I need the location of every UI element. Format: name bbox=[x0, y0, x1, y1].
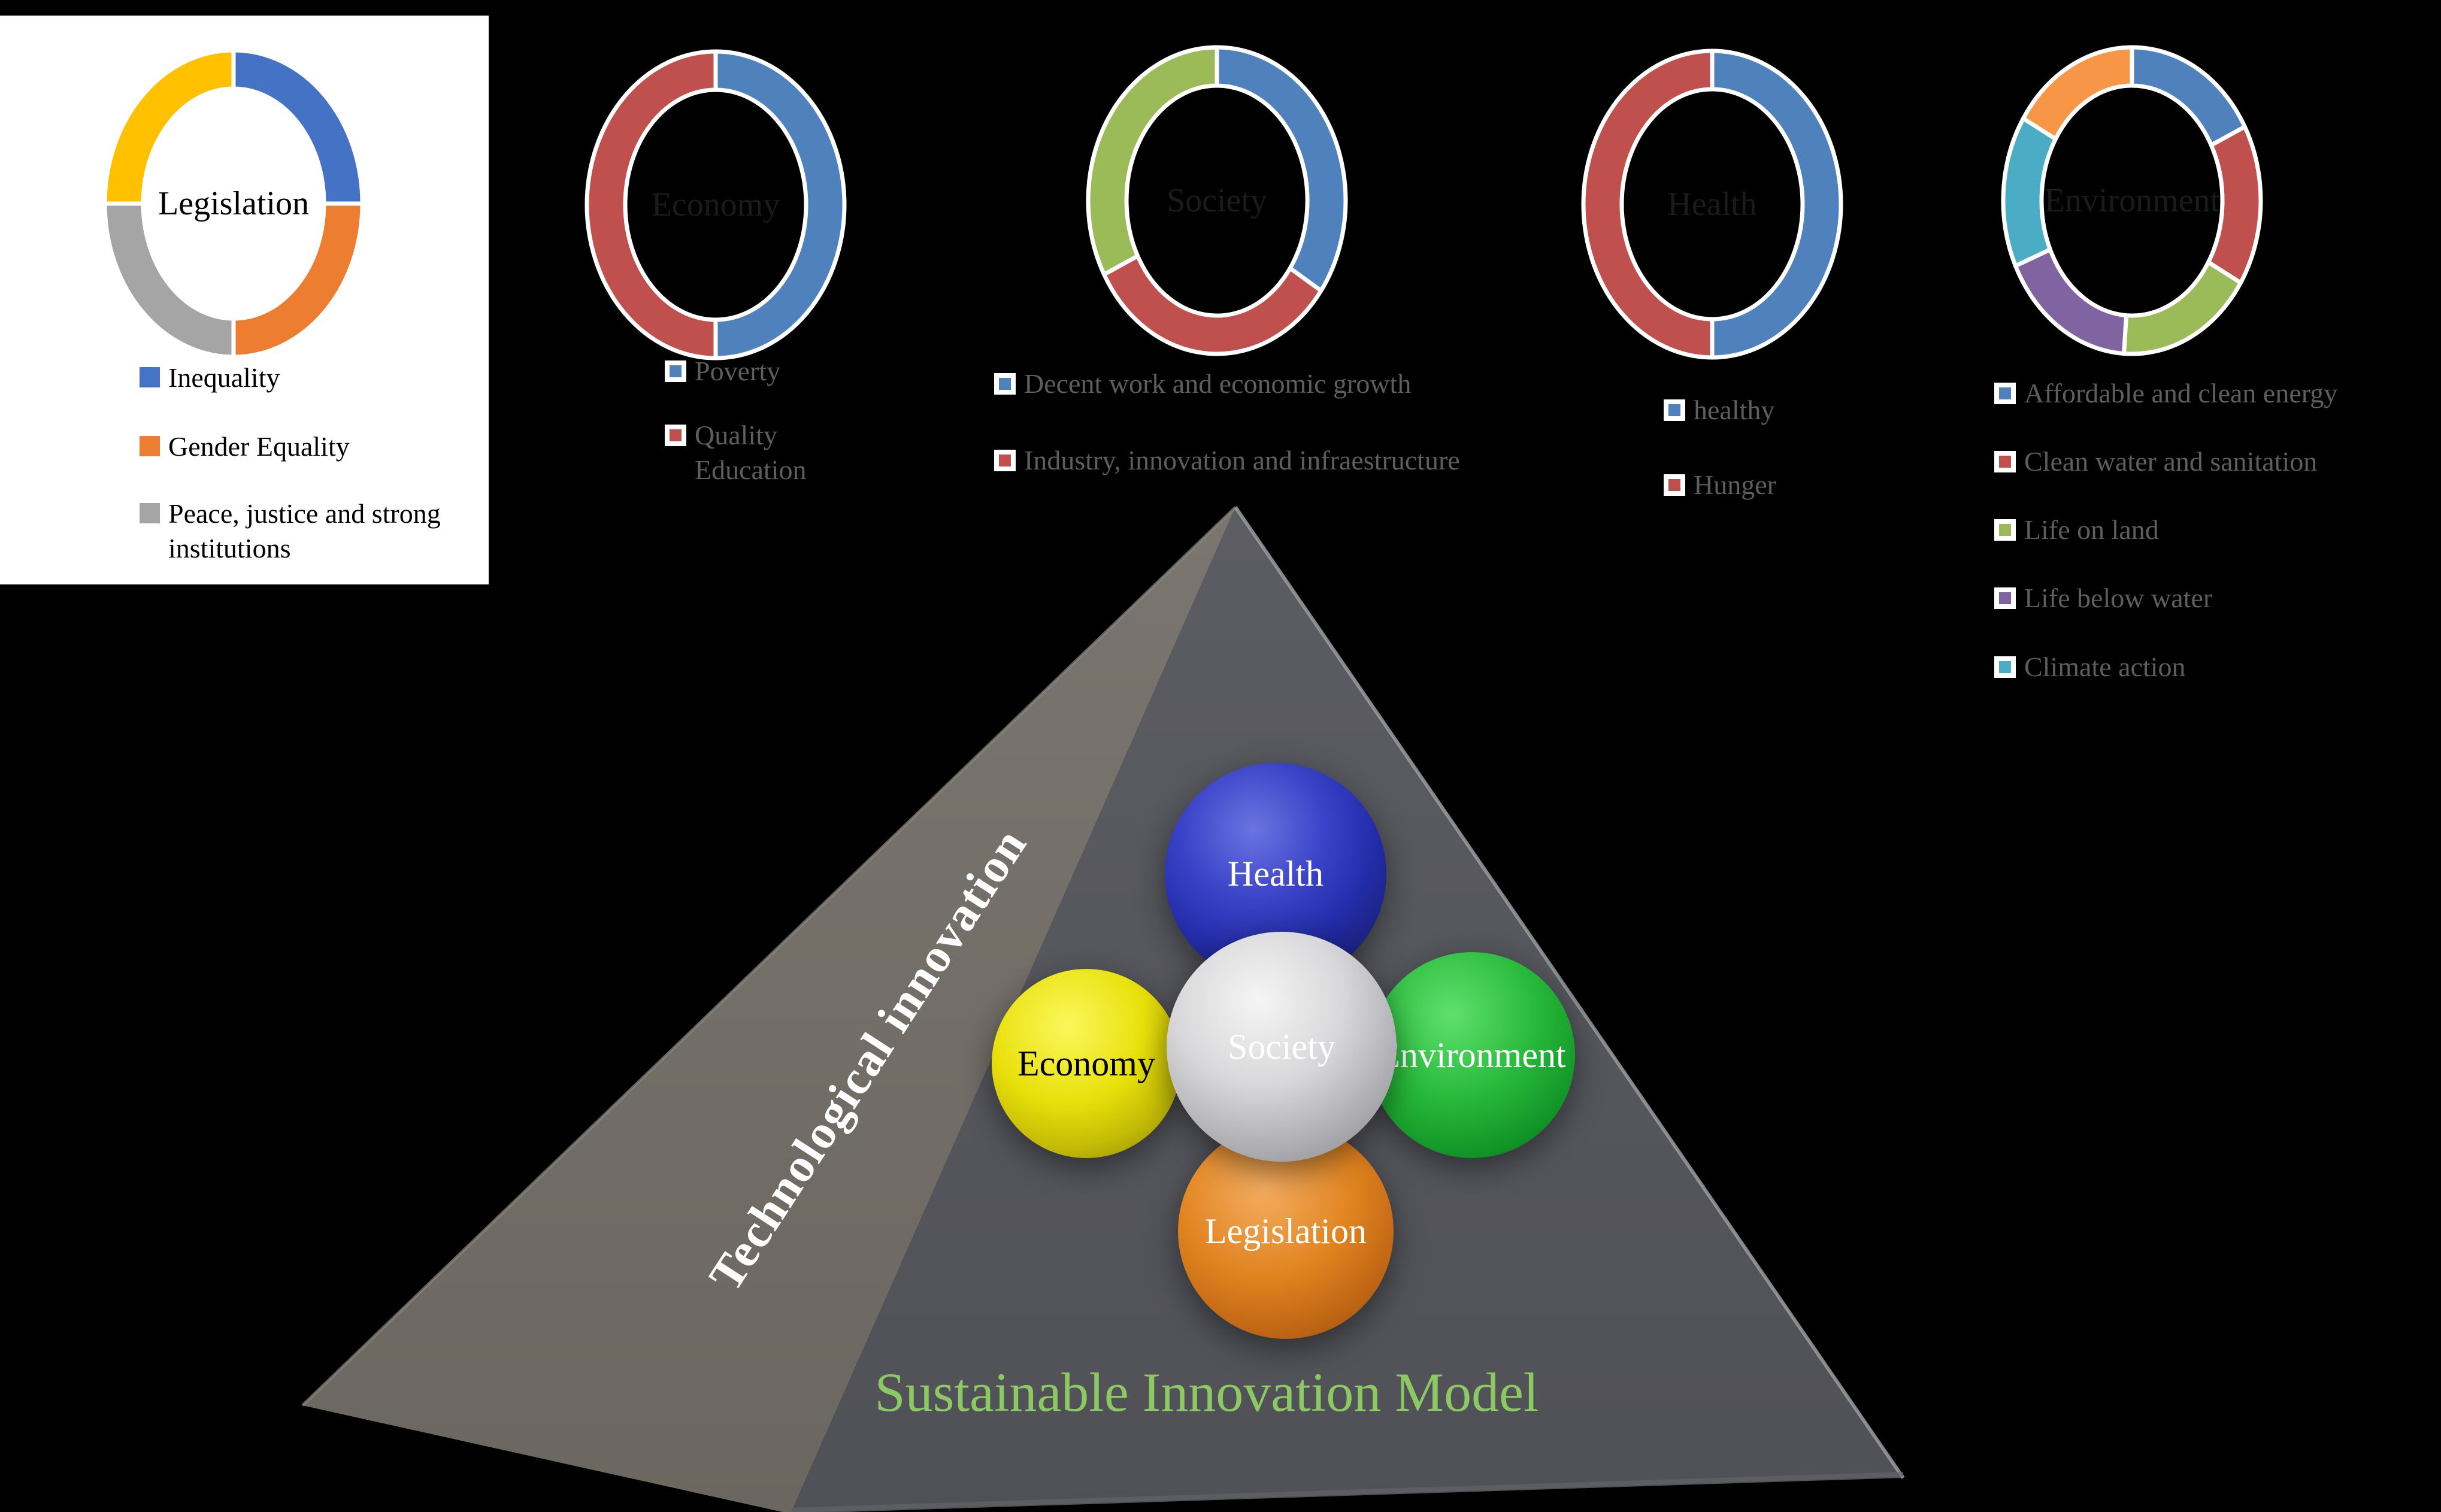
sustainable-innovation-model-label: Sustainable Innovation Model bbox=[874, 1362, 1539, 1423]
donut-slice bbox=[713, 49, 847, 360]
pyramid-left-face bbox=[302, 507, 1235, 1512]
donut-chart-environment bbox=[2001, 45, 2263, 356]
legend-item: Life on land bbox=[1994, 513, 2425, 547]
chart-title-society: Society bbox=[1167, 182, 1267, 219]
donut-chart-health bbox=[1581, 49, 1843, 360]
legend-item: Clean water and sanitation bbox=[1994, 444, 2425, 479]
legend-label: Life below water bbox=[2024, 583, 2213, 613]
legend-item: Quality Education bbox=[665, 418, 808, 487]
donut-slice bbox=[1086, 45, 1219, 277]
legend-item: Hunger bbox=[1664, 468, 1915, 502]
legend-item: Poverty bbox=[665, 354, 916, 389]
sphere-society: Society bbox=[1167, 932, 1397, 1162]
legend-label: Peace, justice and strong institutions bbox=[168, 498, 441, 563]
legend-label: Climate action bbox=[2024, 652, 2186, 682]
donut-slice bbox=[584, 49, 718, 360]
legend-item: Industry, innovation and infraestructure bbox=[994, 443, 1563, 478]
legend-swatch bbox=[1994, 451, 2016, 472]
legend-swatch bbox=[140, 503, 160, 523]
legend-item: Affordable and clean energy bbox=[1994, 376, 2425, 411]
legend-label: Life on land bbox=[2024, 514, 2159, 545]
legend-swatch bbox=[1994, 383, 2016, 404]
sphere-label: Environment bbox=[1378, 1035, 1566, 1075]
legend-label: Inequality bbox=[168, 362, 280, 393]
donut-slice bbox=[1710, 49, 1843, 360]
legend-label: Decent work and economic growth bbox=[1024, 368, 1412, 399]
legend-label: Poverty bbox=[695, 356, 781, 386]
chart-title-legislation: Legislation bbox=[158, 185, 309, 222]
legend-swatch bbox=[665, 425, 686, 446]
legend-item: Gender Equality bbox=[140, 429, 475, 464]
donut-slice bbox=[102, 48, 236, 206]
legend-label: healthy bbox=[1694, 395, 1775, 425]
legend-label: Hunger bbox=[1694, 469, 1776, 500]
pyramid-base-edge bbox=[790, 1472, 1904, 1512]
sphere-economy: Economy bbox=[992, 969, 1181, 1158]
legend-swatch bbox=[665, 360, 686, 382]
chart-title-health: Health bbox=[1667, 186, 1757, 223]
donut-chart-society bbox=[1086, 45, 1348, 356]
legend-label: Clean water and sanitation bbox=[2024, 446, 2318, 477]
legend-swatch bbox=[140, 367, 160, 387]
donut-slice bbox=[2021, 45, 2134, 141]
donut-slice bbox=[1215, 45, 1348, 293]
donut-slice bbox=[1581, 49, 1715, 360]
legend-label: Industry, innovation and infraestructure bbox=[1024, 445, 1460, 475]
legend-item: Inequality bbox=[140, 360, 475, 395]
pyramid-right-edge bbox=[1234, 506, 1905, 1479]
sphere-environment: Environment bbox=[1369, 952, 1575, 1158]
legend-swatch bbox=[1664, 399, 1685, 421]
legend-swatch bbox=[1994, 656, 2016, 678]
legend-swatch bbox=[1664, 474, 1685, 496]
legend-swatch bbox=[1994, 587, 2016, 609]
legend-label: Quality Education bbox=[695, 420, 807, 485]
legend-item: Decent work and economic growth bbox=[994, 366, 1563, 401]
pyramid-left-edge bbox=[301, 506, 1237, 1407]
sphere-health: Health bbox=[1165, 763, 1386, 984]
donut-slice bbox=[1102, 254, 1324, 356]
donut-chart-economy bbox=[584, 49, 847, 360]
legislation-chart-panel bbox=[0, 16, 489, 584]
sphere-label: Economy bbox=[1017, 1043, 1155, 1083]
legend-item: Climate action bbox=[1994, 650, 2425, 684]
legend-swatch bbox=[994, 373, 1016, 395]
legend-label: Affordable and clean energy bbox=[2024, 378, 2338, 408]
legend-swatch bbox=[140, 436, 160, 456]
chart-title-environment: Environment bbox=[2044, 182, 2220, 219]
legend-label: Gender Equality bbox=[168, 431, 350, 462]
legend-item: Life below water bbox=[1994, 581, 2425, 616]
sphere-label: Legislation bbox=[1205, 1211, 1367, 1251]
legend-swatch bbox=[1994, 519, 2016, 541]
legend-item: Peace, justice and strong institutions bbox=[140, 496, 463, 566]
donut-chart-legislation bbox=[102, 48, 365, 359]
legend-swatch bbox=[994, 450, 1016, 471]
sphere-label: Health bbox=[1228, 853, 1324, 893]
legend-item: healthy bbox=[1664, 393, 1915, 428]
sphere-label: Society bbox=[1228, 1026, 1335, 1066]
chart-title-economy: Economy bbox=[651, 186, 780, 223]
